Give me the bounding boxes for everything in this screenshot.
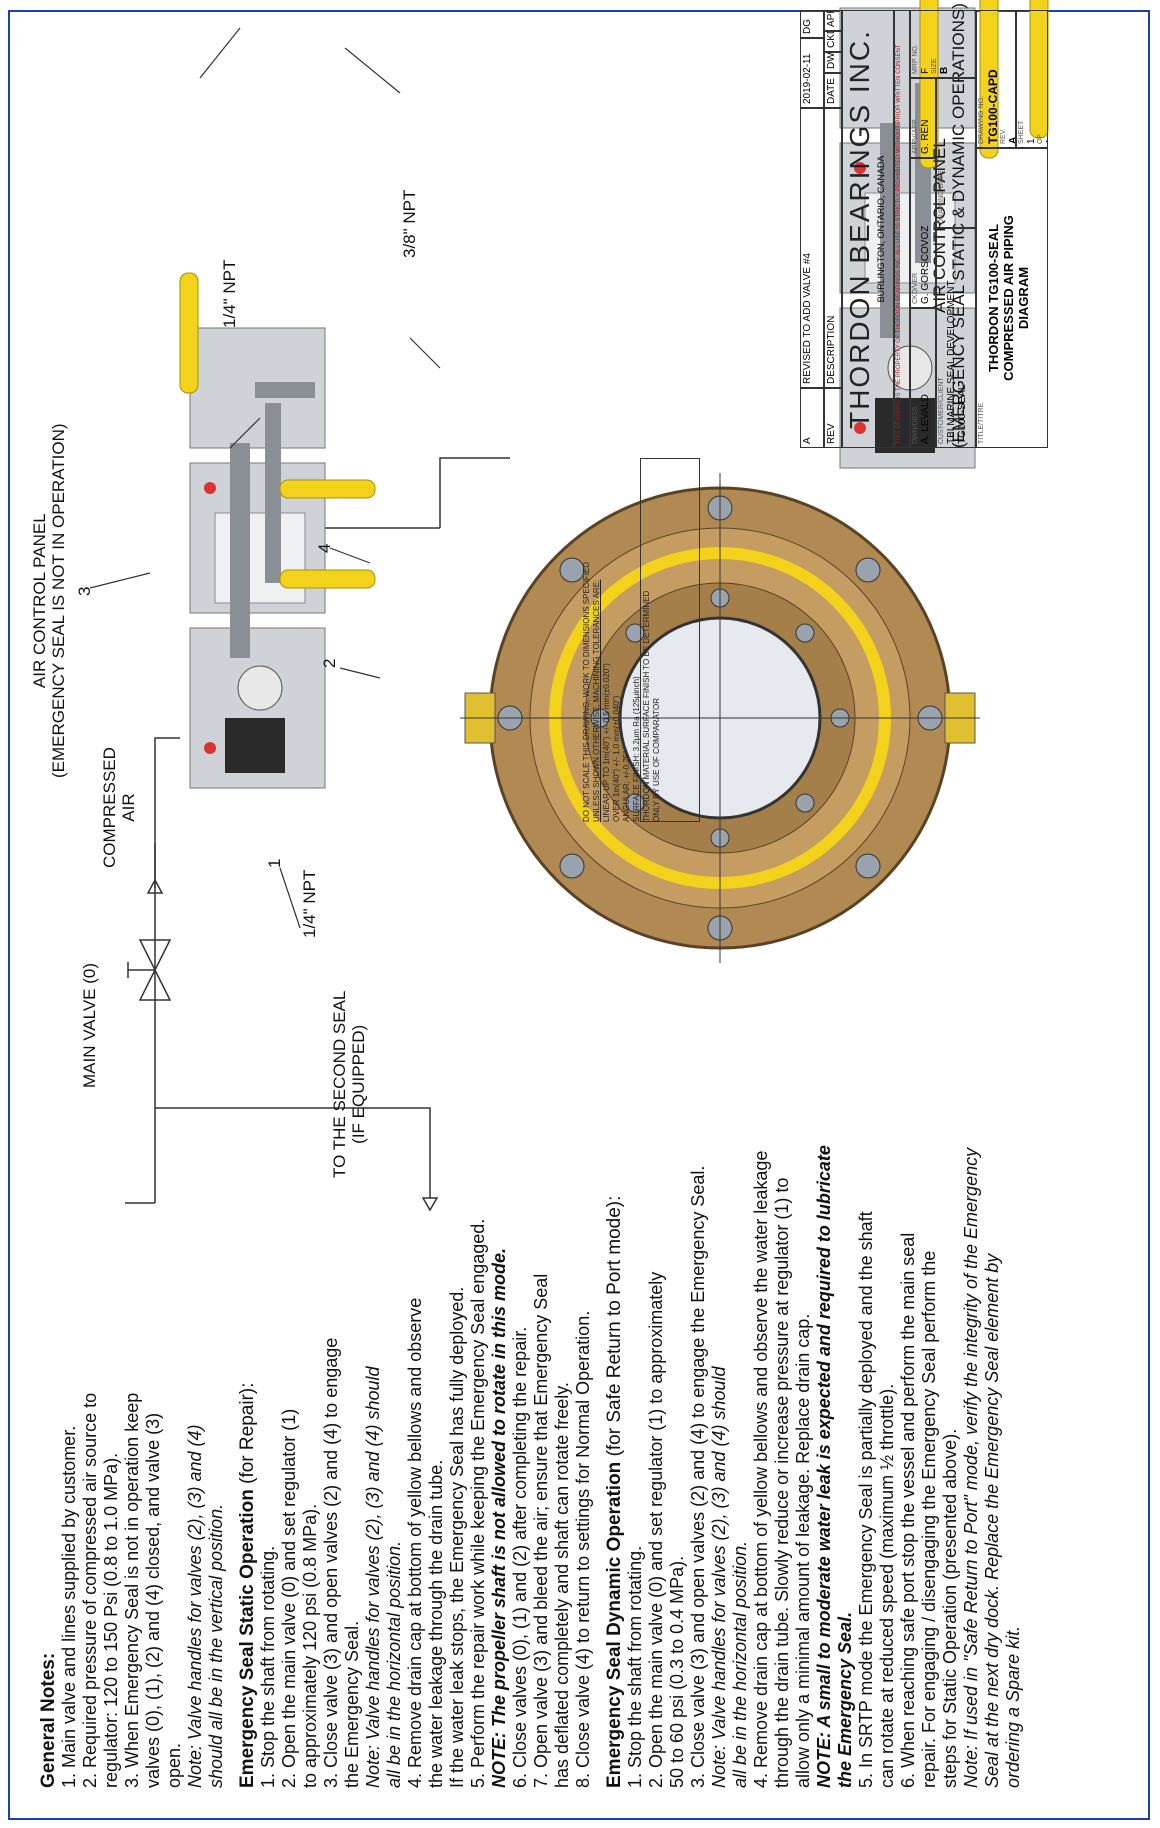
customer-cell: CUSTOMER/CLIENT TBI MARINE SEAL DEVELOPM… — [936, 228, 976, 448]
revision-header-appv: APPV — [824, 10, 842, 31]
of-value: 1 — [1045, 138, 1048, 144]
proprietary-notice: THIS DRAWING IS THE PROPERTY OF THORDON … — [894, 10, 910, 448]
second-seal-label: TO THE SECOND SEAL (IF EQUIPPED) — [330, 991, 368, 1178]
tolerance-line-1: DO NOT SCALE THIS DRAWING, WORK TO DIMEN… — [582, 561, 591, 822]
second-seal-line-1: TO THE SECOND SEAL — [330, 990, 349, 1178]
drawing-no-label: DRAWING NO. — [978, 96, 985, 144]
title-label: TITLE/TITRE — [978, 402, 985, 444]
sheet-cell: SHEET 1 OF 1 — [1016, 10, 1048, 148]
mrp-value: F — [920, 67, 931, 74]
company-block: THORDON BEARINGS INC. BURLINGTON, ONTARI… — [842, 10, 894, 448]
tolerance-line-8: ONLY BY USE OF COMPARATOR — [652, 697, 661, 822]
drawing-no-value: TG100-CAPD — [986, 69, 1000, 144]
compressed-air-arrow — [146, 843, 164, 894]
revision-header-dwn: DWN — [824, 52, 842, 73]
size-label: SIZE — [931, 58, 938, 74]
checked-value: G. GORSCOVOZ — [920, 225, 931, 304]
size-value: B — [939, 66, 950, 74]
seal-flange — [460, 473, 980, 963]
compressed-air-line-2: AIR — [119, 793, 138, 822]
compressed-air-label: COMPRESSED AIR — [100, 747, 138, 868]
customer-label: CUSTOMER/CLIENT — [938, 377, 945, 444]
revision-header-ckd: CKD — [824, 31, 842, 52]
customer-line-2: TG100-SEAL — [957, 384, 968, 444]
title-line-3: DIAGRAM — [1016, 266, 1031, 330]
customer-line-1: TBI MARINE SEAL DEVELOPMENT — [946, 280, 957, 444]
second-seal-line-2: (IF EQUIPPED) — [349, 1024, 368, 1144]
revision-rev: A — [800, 388, 824, 448]
sheet-value: 1 — [1026, 138, 1037, 144]
control-panel-1 — [179, 272, 376, 789]
approved-value: G. REN — [920, 119, 931, 154]
callout-4: 4 — [315, 543, 334, 553]
drawing-date-cell: DRAWING DATE — [936, 78, 976, 228]
approved-label: APPV/APP — [912, 119, 919, 154]
revision-header-date: DATE — [824, 73, 842, 108]
tolerance-line-7: THORDON MATERIAL SURFACE FINISH TO BE DE… — [642, 590, 651, 822]
title-line-1: THORDON TG100-SEAL — [986, 223, 1001, 373]
callout-leaders — [89, 27, 441, 929]
revision-header-rev: REV — [824, 388, 842, 448]
tolerance-line-6: SURFACE FINISH: 3.2μm Ra (125μinch) — [632, 676, 641, 822]
revision-description: REVISED TO ADD VALVE #4 — [800, 108, 824, 388]
control-panel-2 — [839, 0, 1049, 469]
callout-2: 2 — [320, 658, 339, 668]
checked-label: CKD/VER — [912, 272, 919, 304]
tolerance-line-2: UNLESS SHOWN OTHERWISE, MACHINING TOLERA… — [592, 579, 601, 822]
compressed-air-line-1: COMPRESSED — [100, 747, 119, 868]
mrp-cell: MRP NO. F SIZE B — [910, 10, 976, 78]
title-line-2: COMPRESSED AIR PIPING — [1001, 215, 1016, 381]
second-seal-arrow — [421, 1197, 439, 1212]
panel-1-title-line-1: AIR CONTROL PANEL — [30, 513, 49, 689]
main-valve-symbol — [127, 939, 172, 1001]
panel-1-title-line-2: (EMERGENCY SEAL IS NOT IN OPERATION) — [49, 423, 68, 778]
company-name: THORDON BEARINGS INC. — [844, 29, 875, 429]
npt-three-eighths-inch: 3/8" NPT — [400, 189, 419, 258]
callout-3: 3 — [75, 586, 94, 596]
tolerance-line-4: OVER 1m(40") +/- 1.0 mm(±0.040") — [612, 695, 621, 822]
drawn-label: DWN/DESS — [912, 406, 919, 444]
of-label: OF — [1037, 134, 1044, 144]
mrp-label: MRP NO. — [912, 44, 919, 74]
rev-value: A — [1008, 137, 1016, 144]
company-location: BURLINGTON, ONTARIO, CANADA — [876, 155, 886, 303]
tolerance-line-5: ANGULAR: +/-0.25° — [622, 750, 631, 822]
rev-label: REV. — [1000, 128, 1007, 144]
tolerance-line-3: LINEAR UP TO 1m(40") +/- 0.5 mm(±0.020") — [602, 663, 611, 822]
checked-by: CKD/VER G. GORSCOVOZ — [910, 158, 936, 308]
panel-1-title: AIR CONTROL PANEL (EMERGENCY SEAL IS NOT… — [30, 423, 68, 778]
approved-by: APPV/APP G. REN — [910, 78, 936, 158]
tolerance-text: DO NOT SCALE THIS DRAWING, WORK TO DIMEN… — [582, 458, 662, 822]
revision-dwn: DG — [800, 10, 824, 38]
revision-header-description: DESCRIPTION — [824, 108, 842, 388]
sheet-label: SHEET — [1018, 120, 1025, 144]
drawn-value: A. LEVALD — [920, 394, 931, 444]
npt-quarter-inch-a: 1/4" NPT — [300, 869, 319, 938]
drawing-date-label: DRAWING DATE — [938, 170, 945, 224]
title-cell: TITLE/TITRE THORDON TG100-SEAL COMPRESSE… — [976, 148, 1048, 448]
callout-1: 1 — [265, 858, 284, 868]
main-valve-label: MAIN VALVE (0) — [80, 962, 99, 1088]
drawing-number-cell: DRAWING NO. TG100-CAPD REV. A — [976, 10, 1016, 148]
drawn-by: DWN/DESS A. LEVALD — [910, 308, 936, 448]
npt-quarter-inch-b: 1/4" NPT — [220, 259, 239, 328]
revision-date: 2019-02-11 — [800, 38, 824, 108]
